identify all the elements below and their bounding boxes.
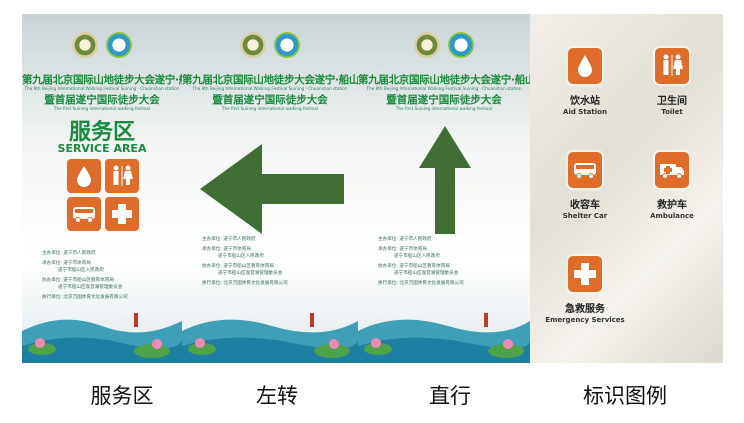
event-logos: [22, 32, 182, 58]
event-subtitle: 暨首届遂宁国际徒步大会: [386, 94, 502, 106]
bus-icon: [568, 152, 602, 188]
event-subtitle-en: The first Suining international walking …: [53, 106, 151, 111]
lotus-pond-illustration: [358, 313, 530, 363]
hiker-logo: [106, 32, 132, 58]
event-title-en: The 9th Beijing International Walking Fe…: [192, 86, 348, 91]
legend-item-shelter-car: 收容车 Shelter Car: [540, 152, 630, 220]
water-drop-icon: [67, 159, 101, 193]
event-logos: [182, 32, 358, 58]
walking-festival-logo: [414, 32, 440, 58]
event-subtitle-en: The first Suining international walking …: [395, 106, 493, 111]
event-title: 第九届北京国际山地徒步大会遂宁·船山站: [358, 74, 530, 86]
turn-left-sign: 第九届北京国际山地徒步大会遂宁·船山站 The 9th Beijing Inte…: [182, 14, 358, 363]
toilet-icon: [105, 159, 139, 193]
service-area-title-en: SERVICE AREA: [57, 142, 147, 155]
service-area-title: 服务区: [68, 120, 135, 145]
hiker-logo: [448, 32, 474, 58]
first-aid-cross-icon: [568, 256, 602, 292]
walking-festival-logo: [72, 32, 98, 58]
organizers-list: 主办单位: 遂宁市人民政府 承办单位: 遂宁市体育局 遂宁市船山区人民政府 协办…: [378, 237, 464, 286]
toilet-icon: [655, 48, 689, 84]
legend-item-emergency-services: 急救服务 Emergency Services: [540, 256, 630, 324]
legend-item-aid-station: 饮水站 Aid Station: [540, 48, 630, 116]
event-title-en: The 9th Beijing International Walking Fe…: [24, 86, 180, 91]
organizers-list: 主办单位: 遂宁市人民政府 承办单位: 遂宁市体育局 遂宁市船山区人民政府 协办…: [42, 251, 128, 300]
service-area-sign: 第九届北京国际山地徒步大会遂宁·船山站 The 9th Beijing Inte…: [22, 14, 182, 363]
event-subtitle: 暨首届遂宁国际徒步大会: [44, 94, 160, 106]
event-title: 第九届北京国际山地徒步大会遂宁·船山站: [22, 74, 182, 86]
event-subtitle: 暨首届遂宁国际徒步大会: [212, 94, 328, 106]
water-drop-icon: [568, 48, 602, 84]
event-logos: [358, 32, 530, 58]
bus-icon: [67, 197, 101, 231]
lotus-pond-illustration: [182, 313, 358, 363]
up-arrow-icon: [419, 126, 471, 234]
caption-service-area: 服务区: [90, 384, 154, 408]
hiker-logo: [274, 32, 300, 58]
go-straight-sign: 第九届北京国际山地徒步大会遂宁·船山站 The 9th Beijing Inte…: [358, 14, 530, 363]
walking-festival-logo: [240, 32, 266, 58]
legend-item-toilet: 卫生间 Toilet: [627, 48, 717, 116]
legend-item-ambulance: 救护车 Ambulance: [627, 152, 717, 220]
event-subtitle-en: The first Suining international walking …: [221, 106, 319, 111]
caption-legend: 标识图例: [583, 384, 667, 408]
left-arrow-icon: [200, 144, 344, 234]
sign-legend: 饮水站 Aid Station 卫生间 Toilet 收容车 Shelter C…: [530, 14, 723, 363]
service-icons: [67, 159, 139, 231]
lotus-pond-illustration: [22, 313, 182, 363]
caption-turn-left: 左转: [256, 384, 298, 408]
ambulance-icon: [655, 152, 689, 188]
organizers-list: 主办单位: 遂宁市人民政府 承办单位: 遂宁市体育局 遂宁市船山区人民政府 协办…: [202, 237, 288, 286]
first-aid-cross-icon: [105, 197, 139, 231]
event-title: 第九届北京国际山地徒步大会遂宁·船山站: [182, 74, 358, 86]
caption-go-straight: 直行: [429, 384, 471, 408]
event-title-en: The 9th Beijing International Walking Fe…: [366, 86, 522, 91]
